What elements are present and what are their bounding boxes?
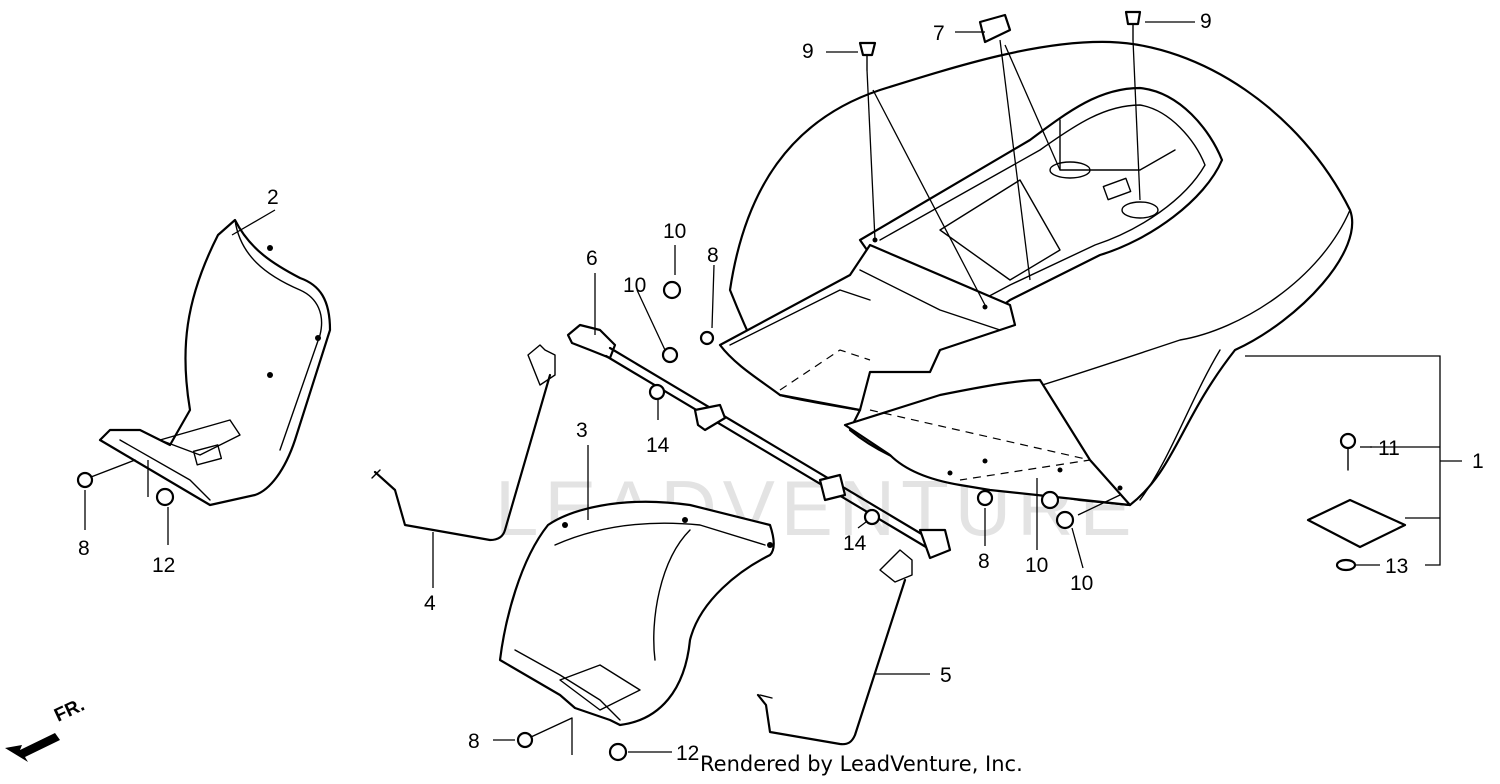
callout-9-clip: 9 bbox=[802, 40, 814, 63]
callout-11: 11 bbox=[1378, 437, 1400, 460]
credit-text: Rendered by LeadVenture, Inc. bbox=[700, 752, 1023, 776]
front-arrow-icon: FR. bbox=[5, 695, 88, 762]
callout-3: 3 bbox=[576, 419, 588, 442]
mud-guard-right bbox=[498, 500, 775, 727]
stay-rod-right bbox=[756, 549, 913, 746]
callout-1: 1 bbox=[1472, 450, 1484, 473]
callout-10-trim-clip: 10 bbox=[663, 220, 686, 243]
callout-14-bolt: 14 bbox=[646, 434, 670, 457]
callout-8-screw: 8 bbox=[78, 537, 90, 560]
callout-13: 13 bbox=[1385, 555, 1408, 578]
callout-8-screw: 8 bbox=[978, 550, 990, 573]
callout-5: 5 bbox=[940, 664, 952, 687]
rear-fender bbox=[718, 40, 1354, 507]
callout-9-clip: 9 bbox=[1200, 10, 1212, 33]
callout-6: 6 bbox=[586, 247, 598, 270]
callout-2: 2 bbox=[267, 186, 279, 209]
front-marker-text: FR. bbox=[51, 695, 88, 727]
callout-10-trim-clip: 10 bbox=[1025, 554, 1048, 577]
callout-8-screw: 8 bbox=[707, 244, 719, 267]
callout-labels: 1 2 3 4 5 6 7 8 8 8 8 9 9 10 10 10 10 11… bbox=[78, 10, 1484, 765]
leader-lines bbox=[84, 21, 1462, 755]
stay-rod-left bbox=[371, 344, 556, 542]
callout-8-screw: 8 bbox=[468, 730, 480, 753]
callout-12-grommet: 12 bbox=[676, 742, 699, 765]
callout-12-grommet: 12 bbox=[152, 554, 175, 577]
callout-10-trim-clip: 10 bbox=[1070, 572, 1093, 595]
callout-10-trim-clip: 10 bbox=[623, 274, 646, 297]
mud-guard-left bbox=[98, 218, 332, 507]
callout-7: 7 bbox=[933, 22, 945, 45]
callout-14-bolt: 14 bbox=[843, 532, 867, 555]
callout-4: 4 bbox=[424, 592, 436, 615]
fastener-bolts bbox=[76, 10, 1407, 762]
